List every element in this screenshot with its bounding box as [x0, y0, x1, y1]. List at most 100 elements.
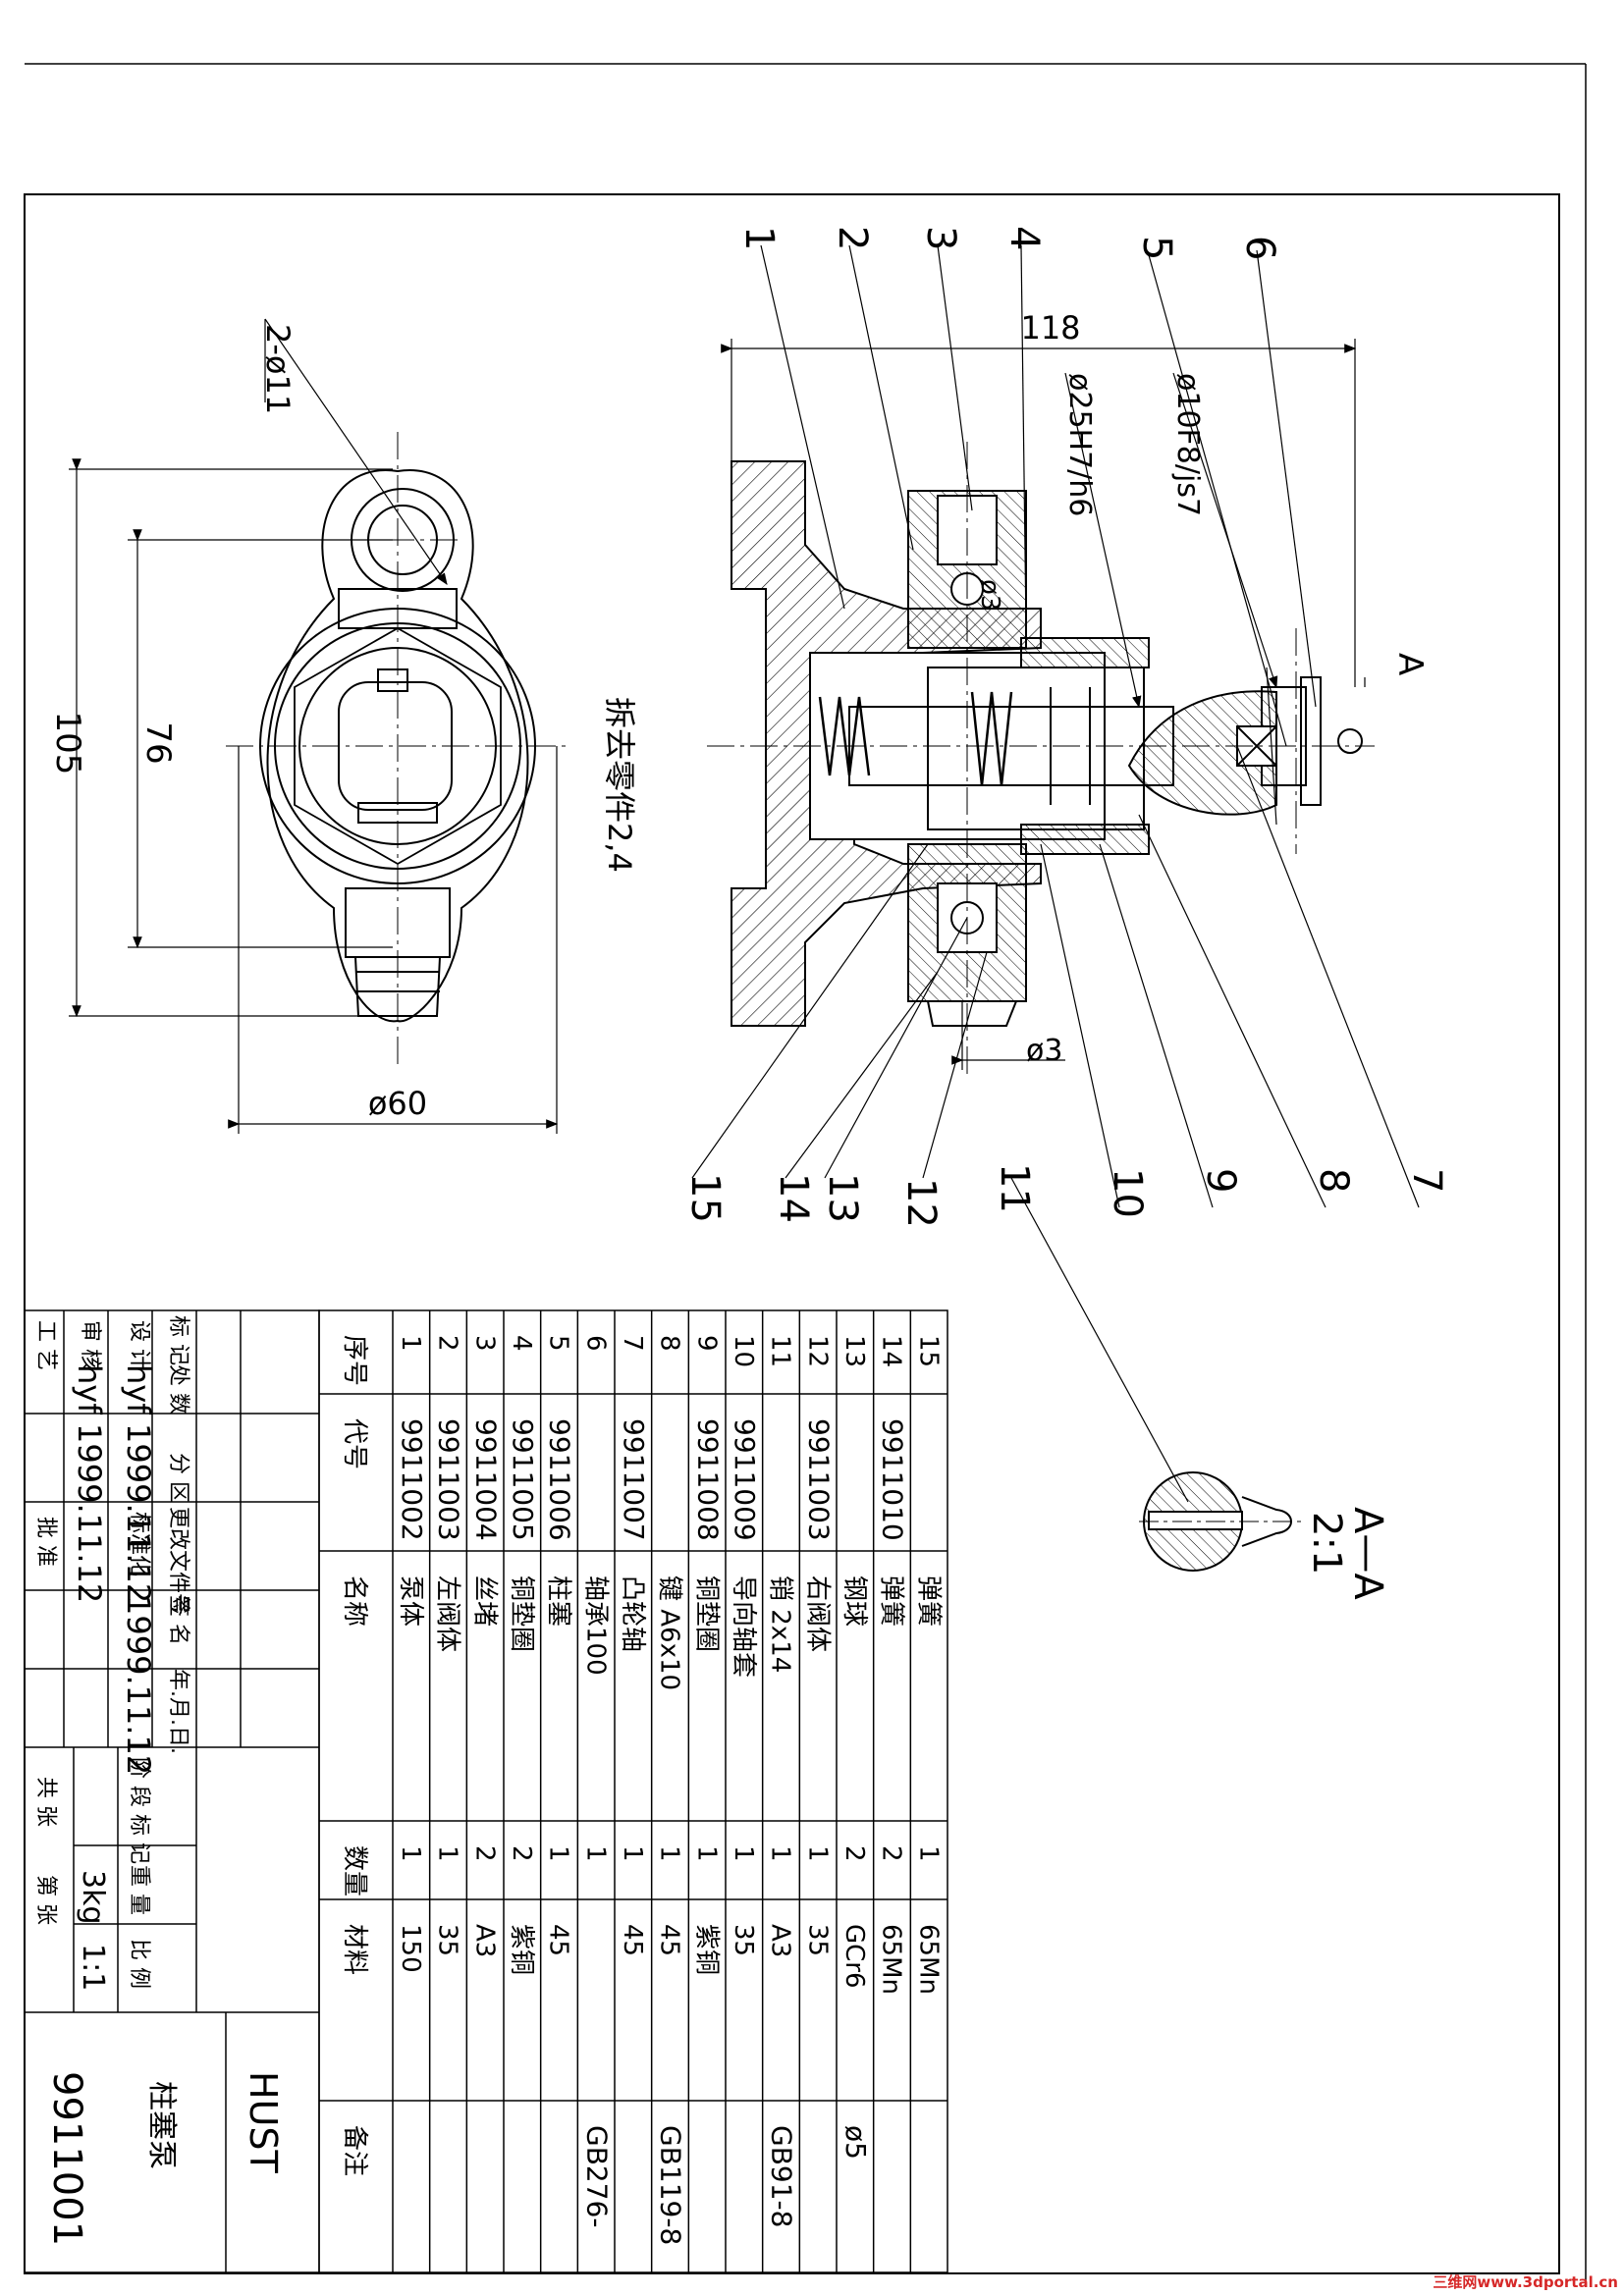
balloon-7: 7: [1404, 1168, 1449, 1193]
bom-header-material: 材料: [340, 1924, 369, 1975]
tb-rev-mark: 标 记: [166, 1315, 190, 1365]
bom-cell-code: 9911005: [507, 1418, 539, 1541]
tb-weight-label: 重 量: [127, 1865, 151, 1915]
bom-header-qty: 数量: [340, 1845, 369, 1896]
top-view-dim-text: 105 76 ø60 2-ø11 拆去零件2,4: [48, 324, 638, 1122]
tb-rev-doc: 更改文件号: [166, 1507, 190, 1615]
bom-cell-code: 9911008: [691, 1418, 724, 1541]
bom-cell-seq: 5: [544, 1335, 573, 1352]
tb-designer-date: 1999.11.12: [120, 1423, 157, 1603]
bom-cell-material: 紫铜: [691, 1924, 721, 1975]
bom-cell-seq: 10: [729, 1335, 758, 1367]
bom-cell-name: 钢球: [839, 1575, 869, 1627]
dim-118: 118: [1020, 309, 1080, 347]
bom-cell-code: 9911006: [544, 1418, 576, 1541]
tb-process-label: 工 艺: [33, 1320, 58, 1370]
bom-cell-seq: 6: [580, 1335, 610, 1352]
tb-rev-sign: 签 名: [166, 1595, 190, 1645]
bom-cell-qty: 1: [433, 1845, 462, 1862]
dim-60: ø60: [368, 1085, 427, 1122]
dim-3-upper: ø3: [975, 579, 1004, 611]
bom-cell-material: GCr6: [839, 1924, 869, 1989]
balloon-15: 15: [682, 1173, 728, 1223]
bom-cell-name: 丝堵: [469, 1575, 499, 1627]
bom-cell-material: 35: [433, 1924, 462, 1956]
bom-cell-material: A3: [766, 1924, 795, 1957]
tb-sheets-total: 共 张: [33, 1777, 58, 1827]
balloon-leaders: [691, 244, 1420, 1503]
bom-cell-material: 45: [655, 1924, 684, 1956]
bom-cell-qty: 2: [877, 1845, 906, 1862]
balloons: 1 2 3 4 5 6 7 8 9 10 11 12 13 14 15: [682, 226, 1449, 1228]
bom-cell-code: 9911003: [433, 1418, 465, 1541]
tb-review-label: 审 核: [78, 1320, 102, 1370]
bom-cell-name: 弹簧: [913, 1575, 943, 1627]
bom-cell-qty: 1: [691, 1845, 721, 1862]
bom-header-seq: 序号: [340, 1335, 369, 1386]
bom-header-name: 名称: [340, 1575, 369, 1627]
bom-cell-code: 9911003: [802, 1418, 835, 1541]
dim-2x11: 2-ø11: [259, 324, 297, 414]
bom-cell-seq: 8: [655, 1335, 684, 1352]
balloon-2: 2: [830, 226, 875, 250]
balloon-1: 1: [736, 226, 782, 250]
bom-cell-seq: 9: [691, 1335, 721, 1352]
dim-76: 76: [138, 721, 178, 764]
balloon-11: 11: [992, 1163, 1037, 1213]
bom-cell-qty: 1: [544, 1845, 573, 1862]
bom-cell-seq: 1: [396, 1335, 425, 1352]
bom-cell-qty: 1: [580, 1845, 610, 1862]
bom-cell-code: 9911010: [877, 1418, 909, 1541]
bom-cell-name: 弹簧: [877, 1575, 906, 1627]
bom-cell-remark: GB276-: [580, 2125, 613, 2227]
balloon-9: 9: [1198, 1168, 1243, 1193]
tb-scale-label: 比 例: [127, 1939, 151, 1989]
tb-drawing-no: 9911001: [44, 2071, 89, 2246]
bom-cell-remark: GB91-8: [766, 2125, 798, 2227]
title-block: [24, 1309, 320, 2273]
bom-cell-material: 45: [544, 1924, 573, 1956]
dim-3-lower: ø3: [1026, 1034, 1062, 1068]
section-aa-scale: 2:1: [1304, 1512, 1349, 1575]
dim-10f8: ø10F8/js7: [1170, 373, 1205, 516]
bom-cell-seq: 2: [433, 1335, 462, 1352]
tb-std-label: 标准化: [127, 1512, 151, 1576]
bom-cell-material: 紫铜: [507, 1924, 536, 1975]
bom-cell-seq: 7: [618, 1335, 647, 1352]
bom-cell-material: 35: [802, 1924, 832, 1956]
balloon-12: 12: [898, 1178, 944, 1228]
bom-cell-material: 35: [729, 1924, 758, 1956]
bom-cell-code: 9911009: [729, 1418, 761, 1541]
balloon-13: 13: [820, 1173, 865, 1223]
bom-cell-name: 键 A6x10: [655, 1575, 684, 1690]
bom-cell-name: 右阀体: [802, 1575, 832, 1652]
bom-cell-name: 导向轴套: [729, 1575, 758, 1678]
bom-cell-name: 柱塞: [544, 1575, 573, 1627]
bom-cell-code: 9911002: [396, 1418, 428, 1541]
bom-cell-seq: 11: [766, 1335, 795, 1367]
bom-cell-seq: 12: [802, 1335, 832, 1367]
tb-scale: 1:1: [76, 1944, 110, 1991]
tb-rev-date: 年.月.日.: [166, 1669, 190, 1754]
balloon-5: 5: [1134, 236, 1179, 260]
bom-header-remark: 备注: [340, 2125, 369, 2176]
bom-cell-qty: 1: [396, 1845, 425, 1862]
bom-cell-seq: 13: [839, 1335, 869, 1367]
dim-105: 105: [48, 712, 87, 775]
tb-drawing-name: 柱塞泵: [144, 2081, 179, 2169]
bom-text: 序号代号名称数量材料备注19911002泵体115029911003左阀体135…: [340, 1335, 943, 2245]
bom-cell-qty: 2: [839, 1845, 869, 1862]
section-mark-a: A: [1390, 653, 1430, 675]
bom-cell-remark: GB119-8: [655, 2125, 687, 2245]
top-view-dims: [69, 318, 559, 1134]
balloon-8: 8: [1311, 1168, 1356, 1193]
bom-cell-code: 9911004: [469, 1418, 502, 1541]
tb-org: HUST: [242, 2071, 285, 2174]
watermark: 三维网www.3dportal.cn: [1433, 2273, 1618, 2291]
bom-cell-seq: 3: [469, 1335, 499, 1352]
bom-cell-name: 凸轮轴: [618, 1575, 647, 1652]
bom-cell-name: 左阀体: [433, 1575, 462, 1652]
tb-sheet-no: 第 张: [33, 1875, 58, 1925]
bom-cell-material: A3: [469, 1924, 499, 1957]
